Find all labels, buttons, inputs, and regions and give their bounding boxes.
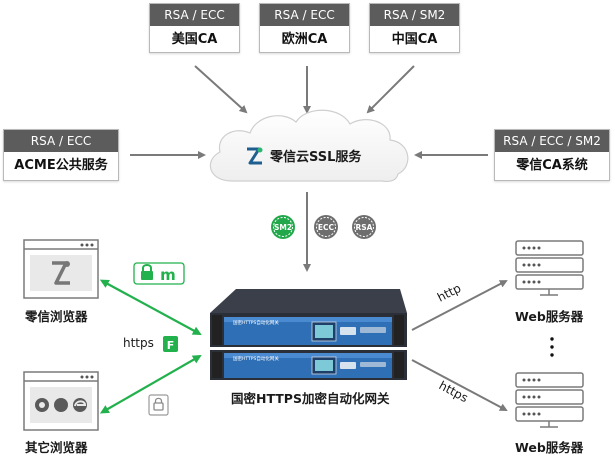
svg-text:F: F bbox=[167, 339, 175, 352]
svg-text:国密HTTPS自动化网关: 国密HTTPS自动化网关 bbox=[233, 355, 279, 362]
zerotrust-ca-name: 零信CA系统 bbox=[516, 158, 588, 173]
svg-text:国密HTTPS自动化网关: 国密HTTPS自动化网关 bbox=[233, 319, 279, 326]
eu-ca-name: 欧洲CA bbox=[281, 32, 328, 47]
svg-text:ECC: ECC bbox=[318, 223, 335, 232]
other-browser-icon bbox=[23, 371, 99, 431]
more-servers-ellipsis-icon bbox=[550, 337, 554, 357]
web-server-bottom-label: Web服务器 bbox=[515, 440, 584, 455]
acme-ca-box: RSA / ECC ACME公共服务 bbox=[3, 129, 119, 181]
rsa-badge-icon: RSA bbox=[352, 215, 376, 239]
chrome-icon bbox=[35, 398, 49, 412]
acme-ca-name: ACME公共服务 bbox=[14, 158, 108, 173]
cn-ca-algorithms: RSA / SM2 bbox=[370, 4, 459, 26]
zerotrust-browser-label: 零信浏览器 bbox=[25, 309, 88, 324]
edge-icon bbox=[73, 398, 87, 412]
arrow-gateway-to-server-top bbox=[411, 280, 508, 331]
cloud-title: 零信云SSL服务 bbox=[270, 150, 362, 165]
us-ca-name: 美国CA bbox=[171, 32, 218, 47]
gateway-appliance: 国密HTTPS自动化网关 国密HTTPS自动化网关 bbox=[210, 289, 407, 380]
arrow-gateway-to-server-bottom bbox=[411, 359, 508, 411]
zerotrust-browser-icon bbox=[23, 239, 99, 299]
us-ca-algorithms: RSA / ECC bbox=[150, 4, 239, 26]
us-ca-box: RSA / ECC 美国CA bbox=[149, 3, 240, 53]
https-secure-badge-icon: F bbox=[163, 336, 178, 352]
lock-icon bbox=[148, 394, 169, 416]
secure-lock-sm-badge-icon: m bbox=[133, 262, 185, 285]
web-server-bottom-icon bbox=[515, 372, 584, 428]
arrow-cnca-to-cloud bbox=[366, 65, 415, 114]
sm2-badge-icon: SM2 bbox=[271, 215, 295, 239]
other-browser-label: 其它浏览器 bbox=[25, 440, 88, 455]
https-browser-link-label: https bbox=[123, 336, 154, 350]
ecc-badge-icon: ECC bbox=[314, 215, 338, 239]
web-server-top-icon bbox=[515, 240, 584, 296]
zerotrust-ca-algorithms: RSA / ECC / SM2 bbox=[495, 130, 609, 152]
safari-icon bbox=[54, 398, 68, 412]
eu-ca-algorithms: RSA / ECC bbox=[260, 4, 349, 26]
zerotrust-ca-box: RSA / ECC / SM2 零信CA系统 bbox=[494, 129, 610, 181]
arrow-usca-to-cloud bbox=[194, 65, 248, 114]
zerotrust-logo-icon bbox=[247, 147, 263, 165]
svg-text:SM2: SM2 bbox=[274, 223, 292, 232]
web-server-top-label: Web服务器 bbox=[515, 309, 584, 324]
arrow-other-browser-gateway bbox=[99, 355, 202, 414]
arrow-zerotrust-browser-gateway bbox=[99, 279, 202, 335]
gateway-title: 国密HTTPS加密自动化网关 bbox=[231, 391, 390, 406]
svg-text:m: m bbox=[160, 266, 176, 284]
eu-ca-box: RSA / ECC 欧洲CA bbox=[259, 3, 350, 53]
http-link-label: http bbox=[435, 281, 463, 305]
acme-ca-algorithms: RSA / ECC bbox=[4, 130, 118, 152]
cn-ca-name: 中国CA bbox=[391, 32, 438, 47]
cn-ca-box: RSA / SM2 中国CA bbox=[369, 3, 460, 53]
svg-text:RSA: RSA bbox=[356, 223, 373, 232]
